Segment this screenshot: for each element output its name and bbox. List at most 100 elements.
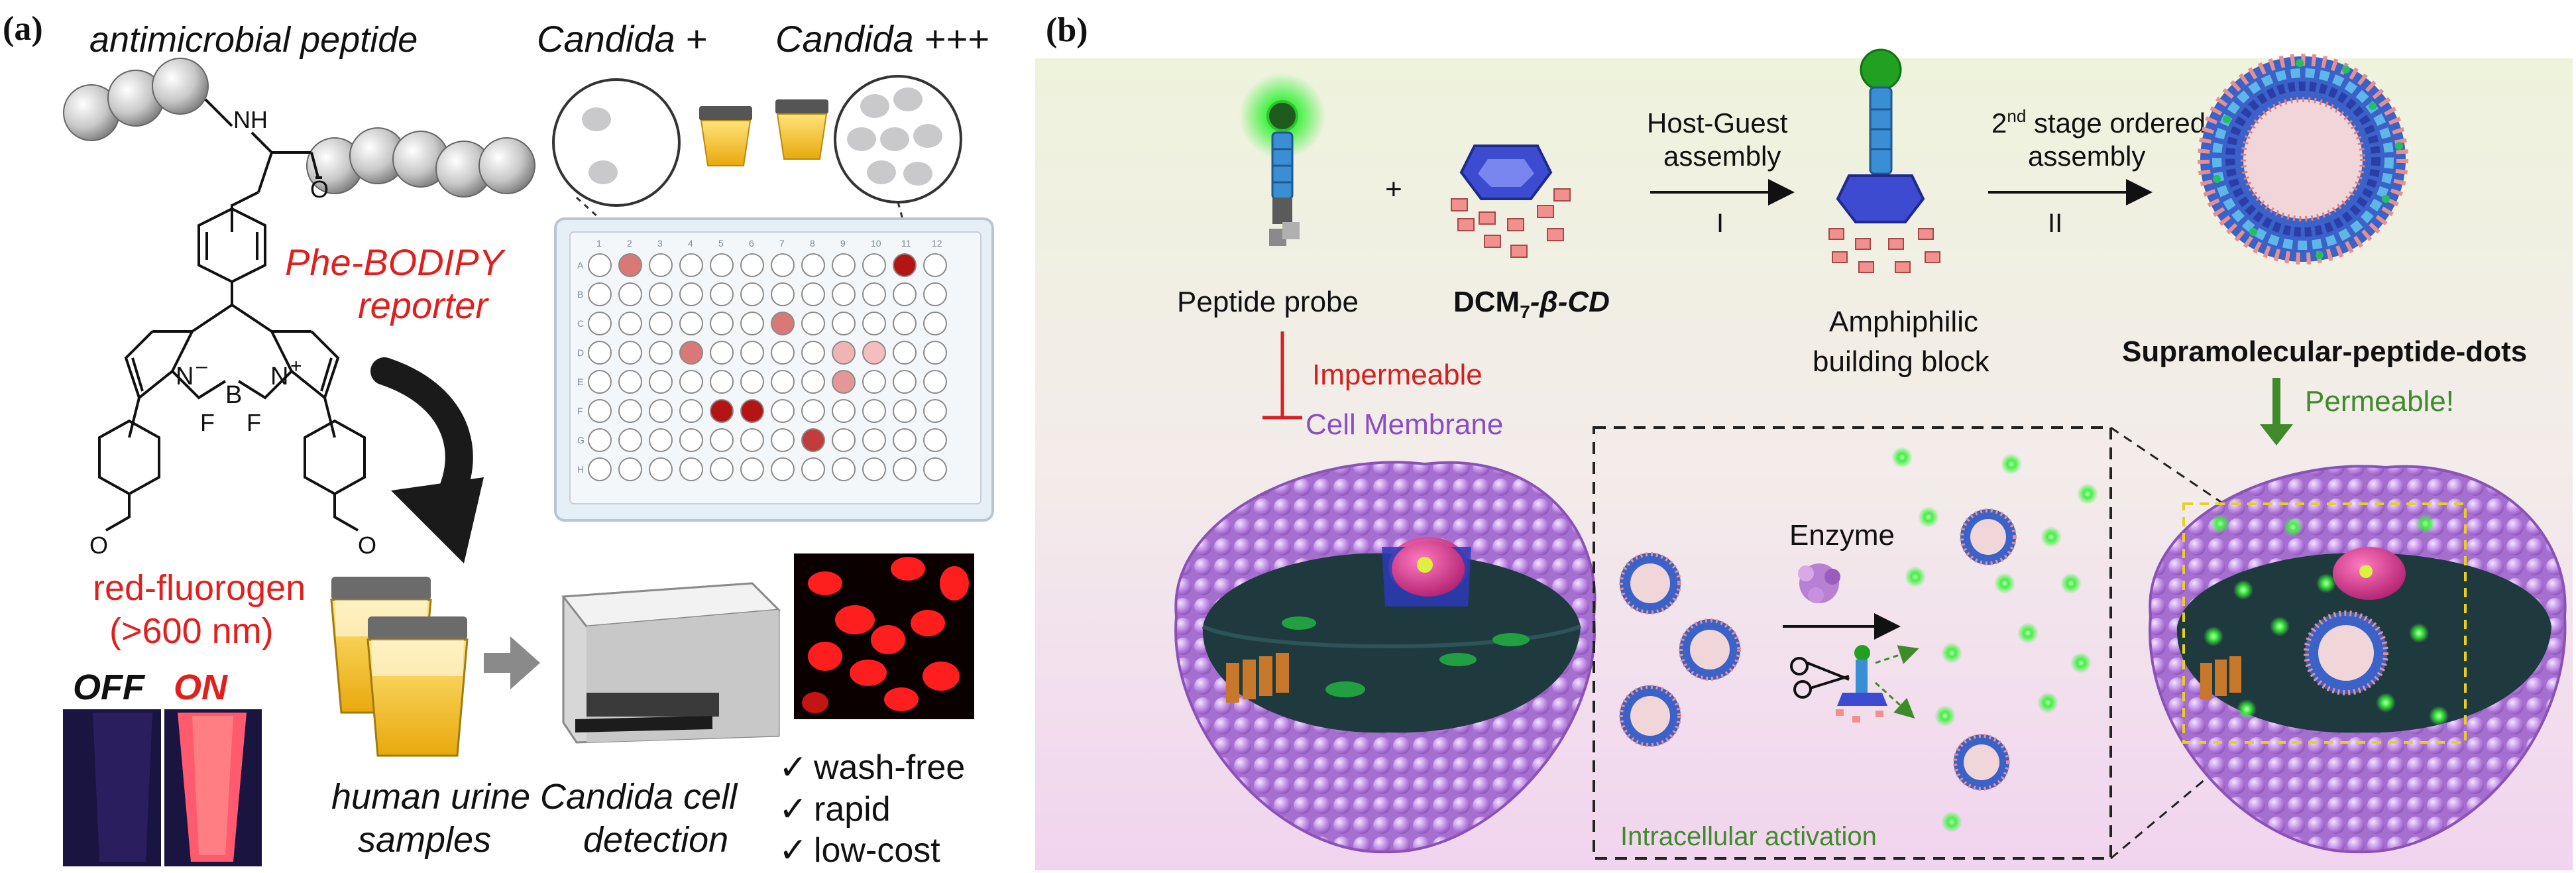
plate-well — [771, 428, 795, 452]
plate-col-label: 7 — [779, 238, 785, 249]
cell-left — [1174, 461, 1596, 854]
plate-well — [893, 312, 917, 335]
plate-well-positive — [618, 253, 642, 277]
reporter-line2: reporter — [358, 284, 489, 326]
plate-row-label: F — [577, 406, 583, 416]
plate-well — [618, 457, 642, 481]
intracellular-fluorophores — [2204, 514, 2449, 726]
plate-well — [618, 370, 642, 394]
plate-col-label: 4 — [688, 238, 693, 249]
reporter-line1: Phe-BODIPY — [285, 241, 506, 283]
plate-well — [832, 457, 856, 481]
plate-well — [740, 457, 764, 481]
plate-col-label: 2 — [627, 238, 632, 249]
peptide-probe-label: Peptide probe — [1177, 286, 1359, 318]
zoom-box — [1593, 426, 2112, 860]
release-arrow-1 — [1875, 645, 1919, 664]
amphiphilic-block-icon — [1828, 48, 1940, 273]
plate-well-positive — [679, 341, 703, 365]
plate-well — [801, 341, 825, 365]
plate-well — [862, 428, 886, 452]
plate-well — [832, 253, 856, 277]
plate-well-positive — [771, 312, 795, 335]
plate-well — [923, 457, 947, 481]
candida-high-label: Candida +++ — [775, 18, 989, 60]
plate-well — [649, 457, 673, 481]
plate-well — [618, 341, 642, 365]
plate-well-positive — [862, 341, 886, 365]
plate-row-label: H — [577, 464, 584, 475]
plate-well — [679, 457, 703, 481]
step2-line2: assembly — [2028, 141, 2145, 172]
plate-col-label: 3 — [657, 238, 663, 249]
plate-well — [679, 428, 703, 452]
plate-well — [801, 312, 825, 335]
step1-roman: I — [1716, 209, 1724, 238]
plate-well — [649, 399, 673, 423]
panel-b: (b) Peptide probe + DCM7-β-CD — [1035, 11, 2573, 870]
check-icon: ✓ — [779, 748, 808, 787]
plate-well — [679, 370, 703, 394]
plate-well — [862, 399, 886, 423]
plate-well — [649, 282, 673, 306]
plate-well — [862, 282, 886, 306]
plate-well — [740, 253, 764, 277]
release-arrow-2 — [1874, 681, 1915, 719]
cleaved-probe-icon — [1836, 645, 1887, 723]
plate-row-label: C — [577, 318, 584, 329]
benefits-list: ✓ wash-free ✓ rapid ✓ low-cost — [779, 748, 965, 870]
plate-well — [649, 253, 673, 277]
plate-well — [862, 370, 886, 394]
plate-well — [649, 341, 673, 365]
panel-a: (a) antimicrobial peptide — [3, 10, 994, 870]
plate-well — [771, 457, 795, 481]
plate-well — [588, 399, 612, 423]
plate-well — [893, 370, 917, 394]
impermeable-label: Impermeable — [1312, 359, 1483, 391]
fluorogen-line2: (>600 nm) — [109, 611, 274, 651]
urine-cup-small-2 — [775, 99, 828, 160]
fluorescence-micrograph — [794, 553, 974, 719]
plate-well-positive — [893, 253, 917, 277]
permeable-arrow-head — [2260, 424, 2293, 445]
plate-well — [710, 457, 734, 481]
plate-well — [801, 457, 825, 481]
plate-well — [588, 253, 612, 277]
bodipy-plus: + — [290, 355, 302, 377]
supramolecular-label: Supramolecular-peptide-dots — [2122, 335, 2527, 368]
plate-well — [801, 253, 825, 277]
plate-well — [923, 428, 947, 452]
supramolecular-dot-small — [1960, 508, 2017, 565]
plate-well — [679, 399, 703, 423]
plate-reader — [561, 582, 781, 744]
o-label: O — [310, 176, 329, 203]
plate-col-label: 6 — [749, 238, 754, 249]
plate-well — [588, 341, 612, 365]
plate-well — [679, 312, 703, 335]
plate-well-positive — [801, 428, 825, 452]
peptide-beads-left — [63, 58, 209, 141]
plate-well — [801, 399, 825, 423]
plate-well — [923, 370, 947, 394]
plate-well — [618, 399, 642, 423]
plate-col-label: 5 — [718, 238, 724, 249]
plate-well — [862, 457, 886, 481]
bodipy-f2: F — [247, 409, 261, 436]
bodipy-minus: – — [196, 355, 207, 377]
plate-well — [801, 370, 825, 394]
fluorogen-line1: red-fluorogen — [93, 568, 306, 608]
plate-well — [832, 428, 856, 452]
plate-well — [710, 253, 734, 277]
plate-well — [588, 428, 612, 452]
plate-well — [893, 428, 917, 452]
cell-membrane-label: Cell Membrane — [1306, 408, 1503, 441]
supramolecular-dot-small — [1619, 552, 1681, 614]
peptide-beads-right — [306, 127, 535, 198]
off-label: OFF — [73, 668, 146, 707]
phe-bodipy-structure — [98, 98, 366, 532]
supramolecular-dot-small — [1619, 685, 1681, 747]
magnifier-low — [552, 78, 681, 253]
plate-well — [618, 312, 642, 335]
supramolecular-dot-large — [2198, 54, 2408, 264]
